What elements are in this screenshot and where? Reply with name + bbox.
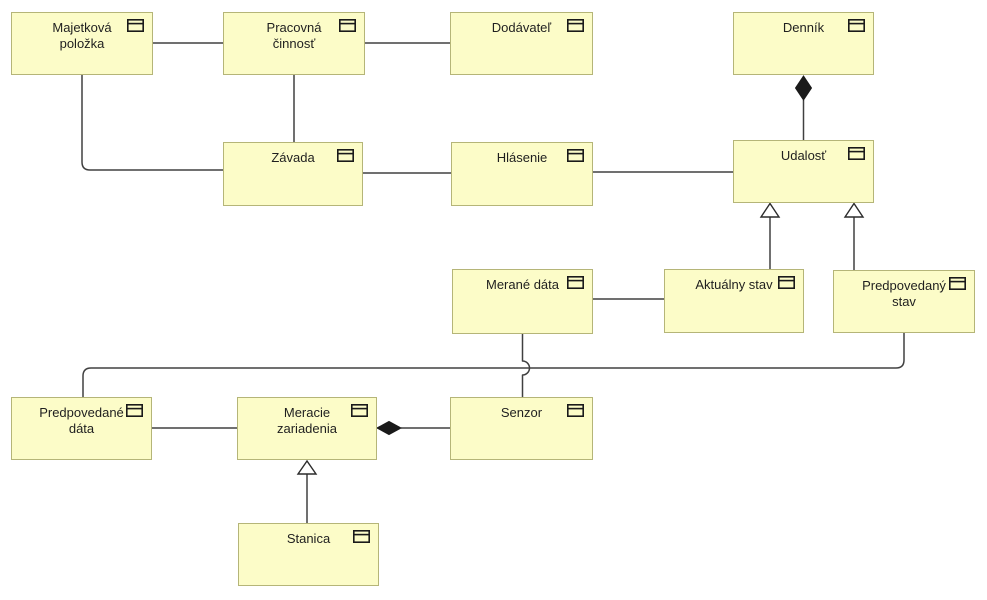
business-object-icon <box>126 404 143 417</box>
node-stanica[interactable]: Stanica <box>238 523 379 586</box>
business-object-icon <box>567 276 584 289</box>
business-object-icon <box>567 19 584 32</box>
business-object-icon <box>778 276 795 289</box>
edge-majetkova-zavada[interactable] <box>81 75 223 171</box>
business-object-icon <box>848 19 865 32</box>
node-label: Dodávateľ <box>491 20 552 35</box>
node-label: Merané dáta <box>486 277 559 292</box>
edge-predpovedany-predpovedane[interactable] <box>82 333 905 397</box>
node-dodavatel[interactable]: Dodávateľ <box>450 12 593 75</box>
generalization-triangle-predpovedany <box>843 202 865 218</box>
node-aktualny-stav[interactable]: Aktuálny stav <box>664 269 804 333</box>
node-label: Stanica <box>286 531 331 546</box>
node-hlasenie[interactable]: Hlásenie <box>451 142 593 206</box>
node-label: Aktuálny stav <box>695 277 773 292</box>
node-senzor[interactable]: Senzor <box>450 397 593 460</box>
business-object-icon <box>949 277 966 290</box>
business-object-icon <box>351 404 368 417</box>
generalization-triangle-aktualny <box>759 202 781 218</box>
business-object-icon <box>337 149 354 162</box>
business-object-icon <box>567 404 584 417</box>
business-object-icon <box>848 147 865 160</box>
node-dennik[interactable]: Denník <box>733 12 874 75</box>
node-label: Senzor <box>500 405 543 420</box>
node-udalost[interactable]: Udalosť <box>733 140 874 203</box>
composition-diamond-dennik <box>794 75 813 101</box>
node-zavada[interactable]: Závada <box>223 142 363 206</box>
generalization-triangle-stanica <box>296 459 318 475</box>
composition-diamond-meracie <box>375 420 403 436</box>
node-label: Hlásenie <box>496 150 548 165</box>
business-object-icon <box>339 19 356 32</box>
node-label: Udalosť <box>780 148 827 163</box>
node-merane-data[interactable]: Merané dáta <box>452 269 593 334</box>
node-label: Denník <box>782 20 825 35</box>
node-label: Závada <box>271 150 315 165</box>
edge-merane-senzor[interactable] <box>521 334 531 397</box>
business-object-icon <box>567 149 584 162</box>
business-object-icon <box>127 19 144 32</box>
business-object-icon <box>353 530 370 543</box>
